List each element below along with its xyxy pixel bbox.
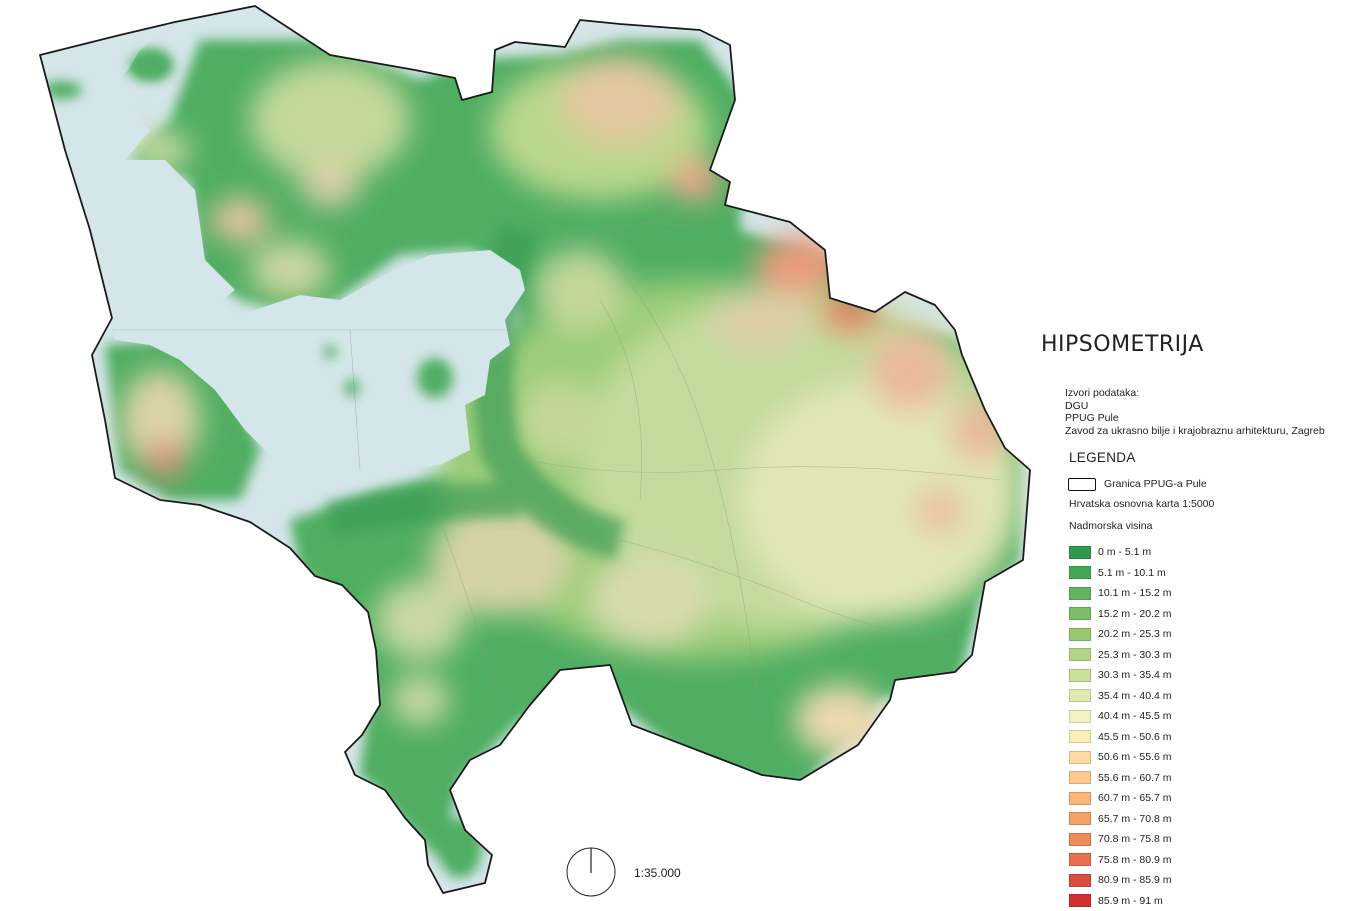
legend-class-row: 55.6 m - 60.7 m	[1069, 768, 1172, 789]
class-label: 40.4 m - 45.5 m	[1098, 710, 1172, 722]
class-label: 70.8 m - 75.8 m	[1098, 833, 1172, 845]
source-item: Zavod za ukrasno bilje i krajobraznu arh…	[1065, 425, 1325, 438]
class-swatch	[1069, 566, 1091, 579]
elevation-title: Nadmorska visina	[1069, 520, 1152, 532]
elevation-class-list: 0 m - 5.1 m 5.1 m - 10.1 m 10.1 m - 15.2 m…	[1069, 542, 1172, 911]
class-label: 5.1 m - 10.1 m	[1098, 567, 1166, 579]
sources-heading: Izvori podataka:	[1065, 387, 1325, 400]
legend-title: LEGENDA	[1069, 450, 1136, 465]
class-label: 25.3 m - 30.3 m	[1098, 649, 1172, 661]
class-swatch	[1069, 751, 1091, 764]
class-swatch	[1069, 894, 1091, 907]
class-label: 80.9 m - 85.9 m	[1098, 874, 1172, 886]
class-swatch	[1069, 812, 1091, 825]
class-label: 0 m - 5.1 m	[1098, 546, 1151, 558]
class-label: 45.5 m - 50.6 m	[1098, 731, 1172, 743]
hypsometric-map[interactable]	[0, 0, 1040, 905]
class-swatch	[1069, 628, 1091, 641]
class-swatch	[1069, 730, 1091, 743]
class-label: 10.1 m - 15.2 m	[1098, 587, 1172, 599]
legend-class-row: 25.3 m - 30.3 m	[1069, 645, 1172, 666]
class-swatch	[1069, 587, 1091, 600]
class-label: 30.3 m - 35.4 m	[1098, 669, 1172, 681]
legend-class-row: 0 m - 5.1 m	[1069, 542, 1172, 563]
class-swatch	[1069, 853, 1091, 866]
legend-class-row: 45.5 m - 50.6 m	[1069, 727, 1172, 748]
legend-class-row: 80.9 m - 85.9 m	[1069, 870, 1172, 891]
class-swatch	[1069, 669, 1091, 682]
class-swatch	[1069, 771, 1091, 784]
boundary-label: Granica PPUG-a Pule	[1104, 478, 1207, 490]
class-swatch	[1069, 648, 1091, 661]
legend-class-row: 15.2 m - 20.2 m	[1069, 604, 1172, 625]
legend-class-row: 5.1 m - 10.1 m	[1069, 563, 1172, 584]
class-label: 55.6 m - 60.7 m	[1098, 772, 1172, 784]
legend-class-row: 35.4 m - 40.4 m	[1069, 686, 1172, 707]
legend-class-row: 50.6 m - 55.6 m	[1069, 747, 1172, 768]
legend-class-row: 40.4 m - 45.5 m	[1069, 706, 1172, 727]
scale-label: 1:35.000	[634, 866, 681, 880]
legend-class-row: 10.1 m - 15.2 m	[1069, 583, 1172, 604]
legend-panel: HIPSOMETRIJA Izvori podataka: DGU PPUG P…	[1040, 320, 1354, 905]
class-swatch	[1069, 546, 1091, 559]
legend-boundary-row: Granica PPUG-a Pule	[1068, 476, 1207, 492]
legend-class-row: 85.9 m - 91 m	[1069, 891, 1172, 911]
legend-class-row: 20.2 m - 25.3 m	[1069, 624, 1172, 645]
legend-class-row: 65.7 m - 70.8 m	[1069, 809, 1172, 830]
class-label: 15.2 m - 20.2 m	[1098, 608, 1172, 620]
class-swatch	[1069, 710, 1091, 723]
legend-class-row: 70.8 m - 75.8 m	[1069, 829, 1172, 850]
class-label: 50.6 m - 55.6 m	[1098, 751, 1172, 763]
map-title: HIPSOMETRIJA	[1041, 332, 1204, 357]
north-arrow-icon	[567, 848, 615, 896]
legend-class-row: 75.8 m - 80.9 m	[1069, 850, 1172, 871]
legend-class-row: 30.3 m - 35.4 m	[1069, 665, 1172, 686]
data-sources: Izvori podataka: DGU PPUG Pule Zavod za …	[1065, 387, 1325, 437]
source-item: DGU	[1065, 400, 1325, 413]
class-swatch	[1069, 833, 1091, 846]
map-area[interactable]: 1:35.000	[0, 0, 1040, 905]
class-swatch	[1069, 792, 1091, 805]
legend-class-row: 60.7 m - 65.7 m	[1069, 788, 1172, 809]
class-label: 65.7 m - 70.8 m	[1098, 813, 1172, 825]
basemap-label: Hrvatska osnovna karta 1:5000	[1069, 498, 1214, 510]
class-label: 60.7 m - 65.7 m	[1098, 792, 1172, 804]
class-swatch	[1069, 689, 1091, 702]
class-label: 75.8 m - 80.9 m	[1098, 854, 1172, 866]
boundary-swatch	[1068, 478, 1096, 491]
class-swatch	[1069, 607, 1091, 620]
class-label: 35.4 m - 40.4 m	[1098, 690, 1172, 702]
class-label: 20.2 m - 25.3 m	[1098, 628, 1172, 640]
class-swatch	[1069, 874, 1091, 887]
source-item: PPUG Pule	[1065, 412, 1325, 425]
